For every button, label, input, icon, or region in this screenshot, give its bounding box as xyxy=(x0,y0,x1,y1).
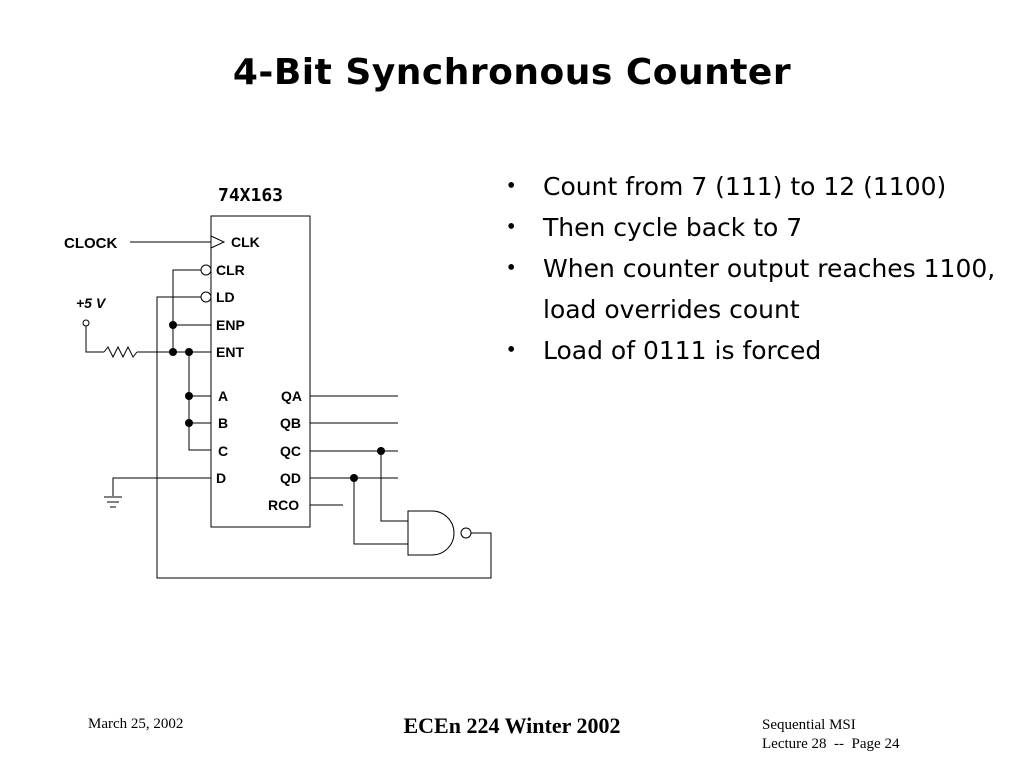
bullet-item: Count from 7 (111) to 12 (1100) xyxy=(505,166,1005,207)
pin-ld: LD xyxy=(216,289,235,305)
junction-qc xyxy=(377,447,385,455)
pin-qb: QB xyxy=(280,415,301,431)
d-input-wire xyxy=(112,477,211,496)
pin-a: A xyxy=(218,388,228,404)
pin-clr: CLR xyxy=(216,262,245,278)
junction-b xyxy=(185,419,193,427)
nand-bubble xyxy=(460,527,472,539)
junction-qd xyxy=(350,474,358,482)
chip-name: 74X163 xyxy=(218,185,283,206)
bullet-item: Load of 0111 is forced xyxy=(505,330,1005,371)
supply-wire xyxy=(85,326,104,353)
pin-enp: ENP xyxy=(216,317,245,333)
clock-label: CLOCK xyxy=(64,235,117,252)
slide-title: 4-Bit Synchronous Counter xyxy=(232,52,792,93)
footer-date: March 25, 2002 xyxy=(88,716,184,732)
supply-terminal xyxy=(82,319,90,327)
footer-page-info: Sequential MSI Lecture 28 -- Page 24 xyxy=(762,716,899,754)
bullet-list: Count from 7 (111) to 12 (1100) Then cyc… xyxy=(505,166,1005,371)
pin-b: B xyxy=(218,415,228,431)
pullup-resistor xyxy=(103,345,138,359)
clock-triangle xyxy=(210,235,226,249)
bullet-item: When counter output reaches 1100, load o… xyxy=(505,248,1005,330)
data-high-wire xyxy=(188,352,211,451)
nand-gate xyxy=(407,510,455,556)
pin-c: C xyxy=(218,443,228,459)
nand-input-qc xyxy=(380,451,408,522)
footer-page: Lecture 28 -- Page 24 xyxy=(762,736,900,752)
chip-body xyxy=(210,215,311,528)
supply-label: +5 V xyxy=(76,295,107,311)
clr-wire xyxy=(172,269,201,352)
junction-enp xyxy=(169,321,177,329)
ld-bubble xyxy=(200,291,212,303)
pin-ent: ENT xyxy=(216,344,244,360)
load-feedback-wire xyxy=(156,296,492,579)
pin-rco: RCO xyxy=(268,497,299,513)
pin-qc: QC xyxy=(280,443,301,459)
junction-ent-left xyxy=(169,348,177,356)
pin-qa: QA xyxy=(281,388,302,404)
clr-bubble xyxy=(200,264,212,276)
nand-input-qd xyxy=(353,478,408,545)
pin-d: D xyxy=(216,470,226,486)
pin-qd: QD xyxy=(280,470,301,486)
junction-a xyxy=(185,392,193,400)
bullet-item: Then cycle back to 7 xyxy=(505,207,1005,248)
footer-topic: Sequential MSI xyxy=(762,717,856,733)
pin-clk: CLK xyxy=(231,234,260,250)
junction-ent-right xyxy=(185,348,193,356)
footer-course: ECEn 224 Winter 2002 xyxy=(403,713,621,738)
